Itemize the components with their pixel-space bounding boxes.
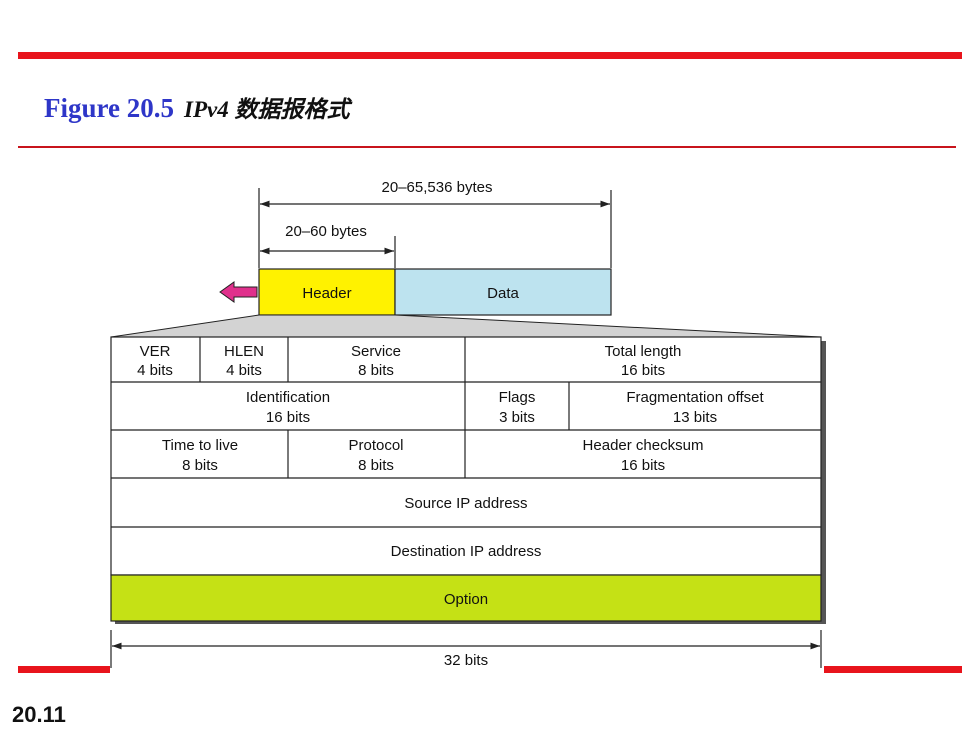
field-ver-name: VER xyxy=(140,343,171,360)
field-fragmentation-offset-size: 13 bits xyxy=(673,409,717,426)
top-red-bar xyxy=(18,52,962,59)
field-identification-name: Identification xyxy=(246,389,330,406)
field-ver-size: 4 bits xyxy=(137,362,173,379)
bottom-red-bar-left xyxy=(18,666,110,673)
total-length-label: 20–65,536 bytes xyxy=(382,179,493,196)
field-service-name: Service xyxy=(351,343,401,360)
field-hlen-name: HLEN xyxy=(224,343,264,360)
packet-header-label: Header xyxy=(302,285,351,302)
header-length-label: 20–60 bytes xyxy=(285,223,367,240)
field-total-length-name: Total length xyxy=(605,343,682,360)
field-protocol-name: Protocol xyxy=(348,437,403,454)
field-total-length-size: 16 bits xyxy=(621,362,665,379)
packet-data-box xyxy=(394,268,612,316)
bottom-red-bar-right xyxy=(824,666,962,673)
field-source-ip: Source IP address xyxy=(404,495,527,512)
field-ttl-size: 8 bits xyxy=(182,457,218,474)
field-fragmentation-offset-name: Fragmentation offset xyxy=(626,389,764,406)
field-ttl-name: Time to live xyxy=(162,437,238,454)
width-label: 32 bits xyxy=(444,652,488,669)
title-rule xyxy=(18,146,956,148)
direction-arrow-icon xyxy=(219,281,258,303)
field-protocol-size: 8 bits xyxy=(358,457,394,474)
header-table xyxy=(110,336,822,576)
header-expansion-fan xyxy=(110,314,822,338)
page-number: 20.11 xyxy=(12,702,66,727)
field-header-checksum-name: Header checksum xyxy=(583,437,704,454)
packet-data-label: Data xyxy=(487,285,519,302)
figure-caption: IPv4 数据报格式 xyxy=(184,97,350,122)
field-option: Option xyxy=(444,591,488,608)
field-destination-ip: Destination IP address xyxy=(391,543,542,560)
field-header-checksum-size: 16 bits xyxy=(621,457,665,474)
field-service-size: 8 bits xyxy=(358,362,394,379)
field-identification-size: 16 bits xyxy=(266,409,310,426)
figure-number: Figure 20.5 xyxy=(44,93,174,123)
field-flags-name: Flags xyxy=(499,389,536,406)
option-row-box xyxy=(110,574,822,622)
slide-title: Figure 20.5 IPv4 数据报格式 xyxy=(44,90,349,124)
field-flags-size: 3 bits xyxy=(499,409,535,426)
field-hlen-size: 4 bits xyxy=(226,362,262,379)
packet-header-box xyxy=(258,268,396,316)
